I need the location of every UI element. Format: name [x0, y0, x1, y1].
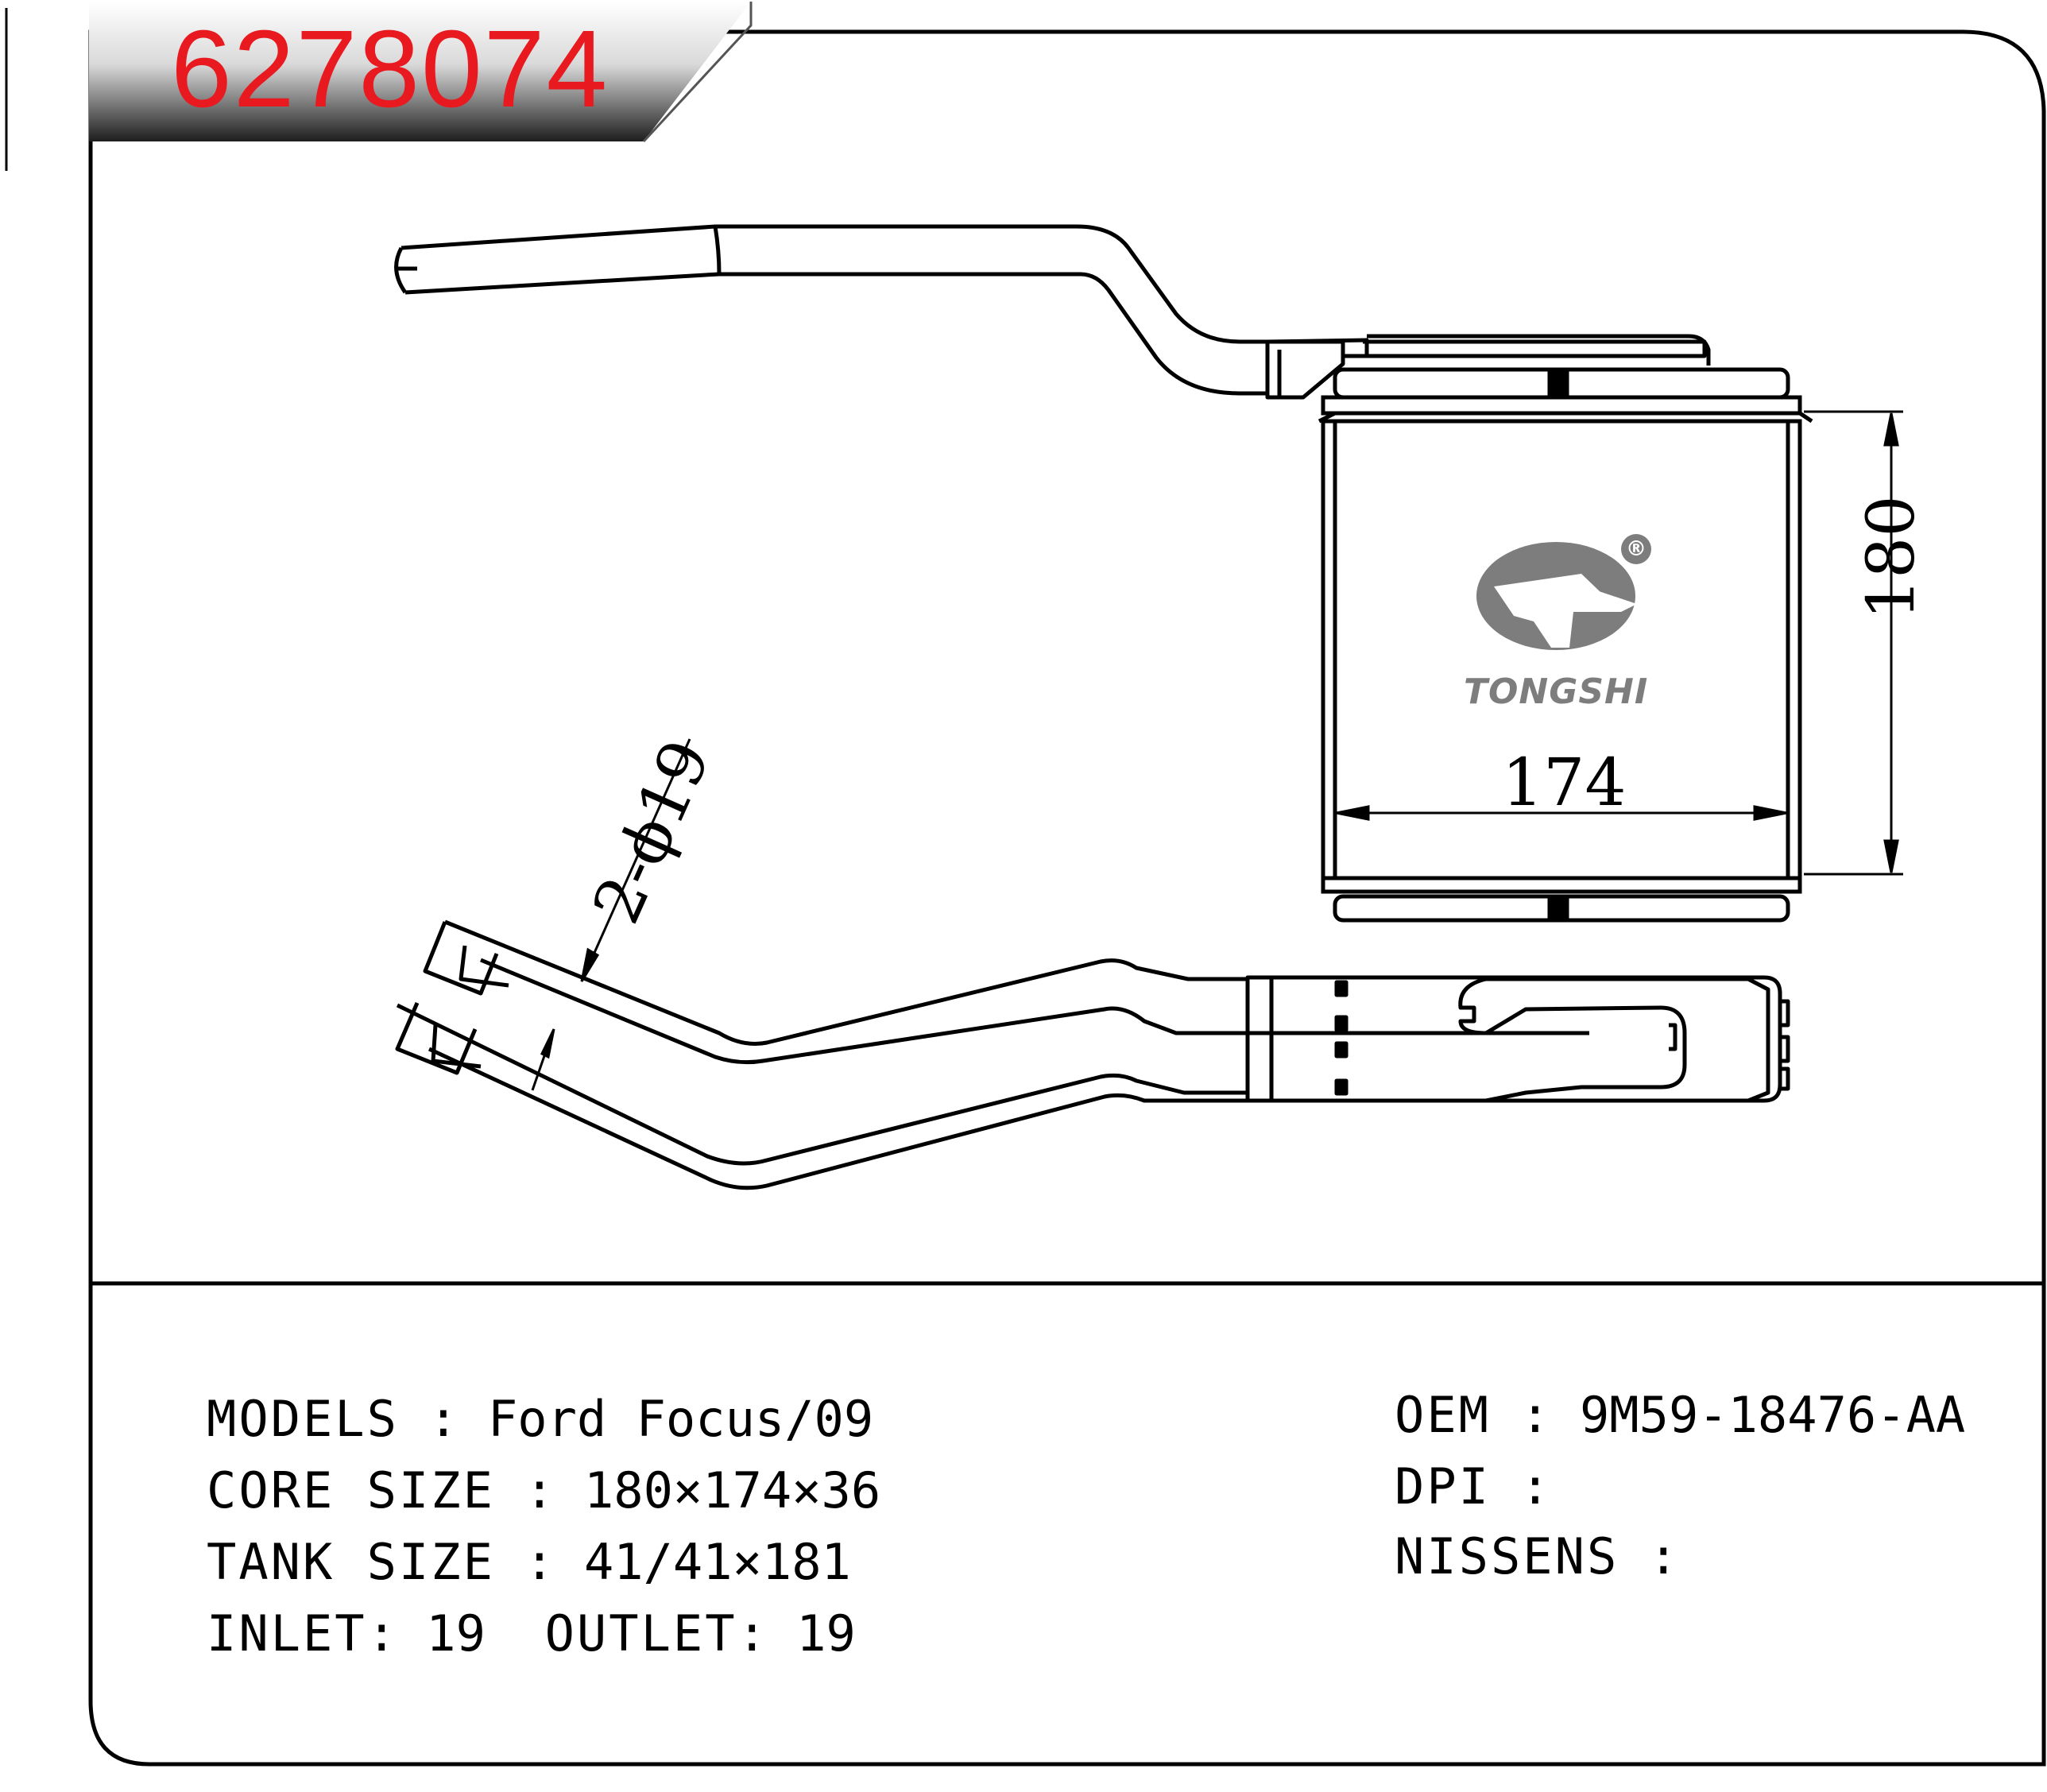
header-banner: [89, 2, 751, 141]
spec-dpi: DPI :: [1395, 1457, 1580, 1515]
core-size-label: CORE SIZE: [207, 1461, 495, 1519]
registered-mark-icon: ®: [1621, 534, 1651, 564]
lower-pipes: [395, 919, 1790, 1190]
width-dimension-label: 174: [1502, 745, 1627, 821]
outlet-label: OUTLET: [544, 1604, 737, 1662]
spec-inlet-outlet: INLET: 19 OUTLET: 19: [207, 1604, 856, 1662]
part-number: 6278074: [171, 8, 609, 130]
spec-core-size: CORE SIZE : 180×174×36: [207, 1461, 881, 1519]
outlet-value: 19: [796, 1604, 856, 1662]
tank-size-label: TANK SIZE: [207, 1533, 495, 1591]
dpi-label: DPI: [1395, 1457, 1491, 1515]
brand-logo-icon: [1476, 542, 1637, 650]
spec-nissens: NISSENS :: [1395, 1527, 1708, 1585]
nissens-label: NISSENS: [1395, 1527, 1619, 1585]
models-label: MODELS: [207, 1390, 399, 1448]
models-value: Ford Focus/09: [487, 1390, 874, 1448]
brand-name: TONGSHI: [1464, 672, 1649, 712]
height-dimension-label: 180: [1854, 495, 1929, 620]
heater-core: [1318, 367, 1813, 923]
spec-models: MODELS : Ford Focus/09: [207, 1390, 874, 1448]
spec-tank-size: TANK SIZE : 41/41×181: [207, 1533, 851, 1591]
dimension-lines: [531, 410, 1903, 1091]
spec-oem: OEM : 9M59-18476-AA: [1395, 1386, 1966, 1444]
tank-size-value: 41/41×181: [583, 1533, 851, 1591]
inlet-label: INLET: [207, 1604, 367, 1662]
inlet-value: 19: [426, 1604, 486, 1662]
upper-pipe: [394, 224, 1711, 400]
core-size-value: 180×174×36: [583, 1461, 881, 1519]
oem-value: 9M59-18476-AA: [1579, 1386, 1966, 1444]
oem-label: OEM: [1395, 1386, 1491, 1444]
outer-frame: [88, 29, 2046, 1767]
